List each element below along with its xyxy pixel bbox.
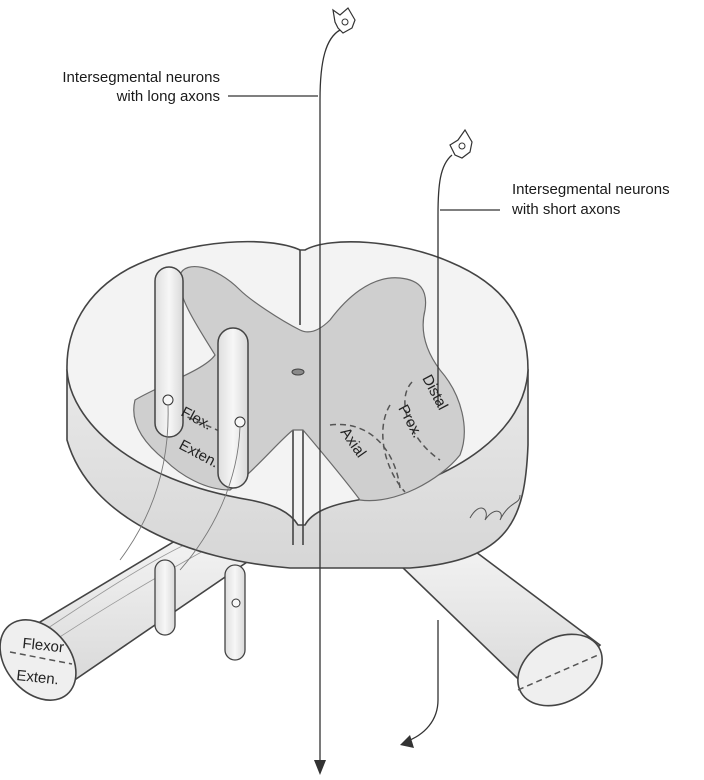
- root-exten-label: Exten.: [16, 667, 60, 688]
- right-root-cut-surface: [517, 633, 603, 707]
- distal-divider: [404, 381, 441, 461]
- right-root-divider: [517, 654, 599, 691]
- axial-divider: [329, 423, 401, 489]
- left-root-cut-surface: [0, 619, 77, 701]
- short-axons-label-line1: Intersegmental neurons: [512, 181, 670, 198]
- motor-neuron-icon: [162, 394, 246, 608]
- flexor-exten-divider: [9, 651, 73, 665]
- artist-signature: [469, 494, 521, 521]
- ventral-median-fissure: [292, 430, 304, 545]
- short-axon-neuron-icon: [400, 128, 473, 748]
- left-column-tubes: [154, 266, 249, 661]
- long-axons-label-line2: with long axons: [116, 88, 220, 105]
- root-flexor-label: Flexor: [22, 635, 65, 656]
- prox-divider: [382, 404, 406, 493]
- short-axons-label-line2: with short axons: [511, 201, 620, 218]
- long-axon-neuron-icon: [314, 7, 356, 775]
- long-axons-label-line1: Intersegmental neurons: [62, 69, 220, 86]
- central-canal: [291, 368, 305, 376]
